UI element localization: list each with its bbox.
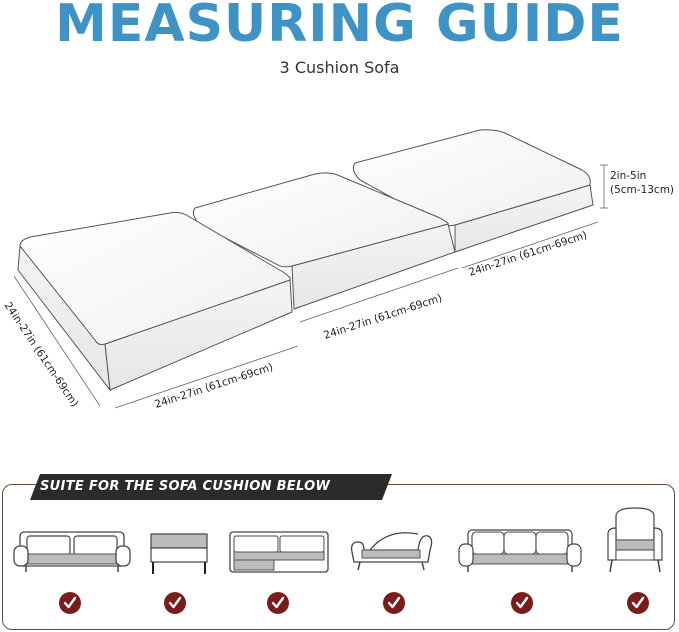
front-width-label: 24in-27in (61cm-69cm) bbox=[153, 361, 274, 411]
three-seat-sofa-icon bbox=[458, 529, 582, 572]
check-icon bbox=[267, 592, 289, 614]
check-icon bbox=[164, 592, 186, 614]
check-icon bbox=[511, 592, 533, 614]
check-icon bbox=[383, 592, 405, 614]
thickness-cm-label: (5cm-13cm) bbox=[610, 184, 674, 196]
sectional-icon bbox=[229, 531, 329, 573]
middle-width-label: 24in-27in (61cm-69cm) bbox=[322, 292, 443, 342]
cushion-middle bbox=[192, 172, 456, 310]
banner-background bbox=[30, 474, 392, 500]
page-subtitle: 3 Cushion Sofa bbox=[279, 58, 400, 77]
page-title: MEASURING GUIDE bbox=[55, 0, 624, 54]
cushion-left bbox=[17, 211, 293, 392]
suitable-banner: SUITE FOR THE SOFA CUSHION BELOW bbox=[40, 479, 331, 494]
cushion-diagram: 2in-5in (5cm-13cm) 24in-27in (61cm-69cm)… bbox=[2, 129, 674, 411]
cushion-right bbox=[352, 129, 594, 253]
ottoman-icon bbox=[150, 533, 208, 574]
check-icon bbox=[59, 592, 81, 614]
loveseat-icon bbox=[13, 531, 131, 572]
check-icon bbox=[627, 592, 649, 614]
chaise-icon bbox=[350, 532, 433, 571]
thickness-in-label: 2in-5in bbox=[610, 170, 646, 182]
wingback-chair-icon bbox=[607, 507, 663, 573]
